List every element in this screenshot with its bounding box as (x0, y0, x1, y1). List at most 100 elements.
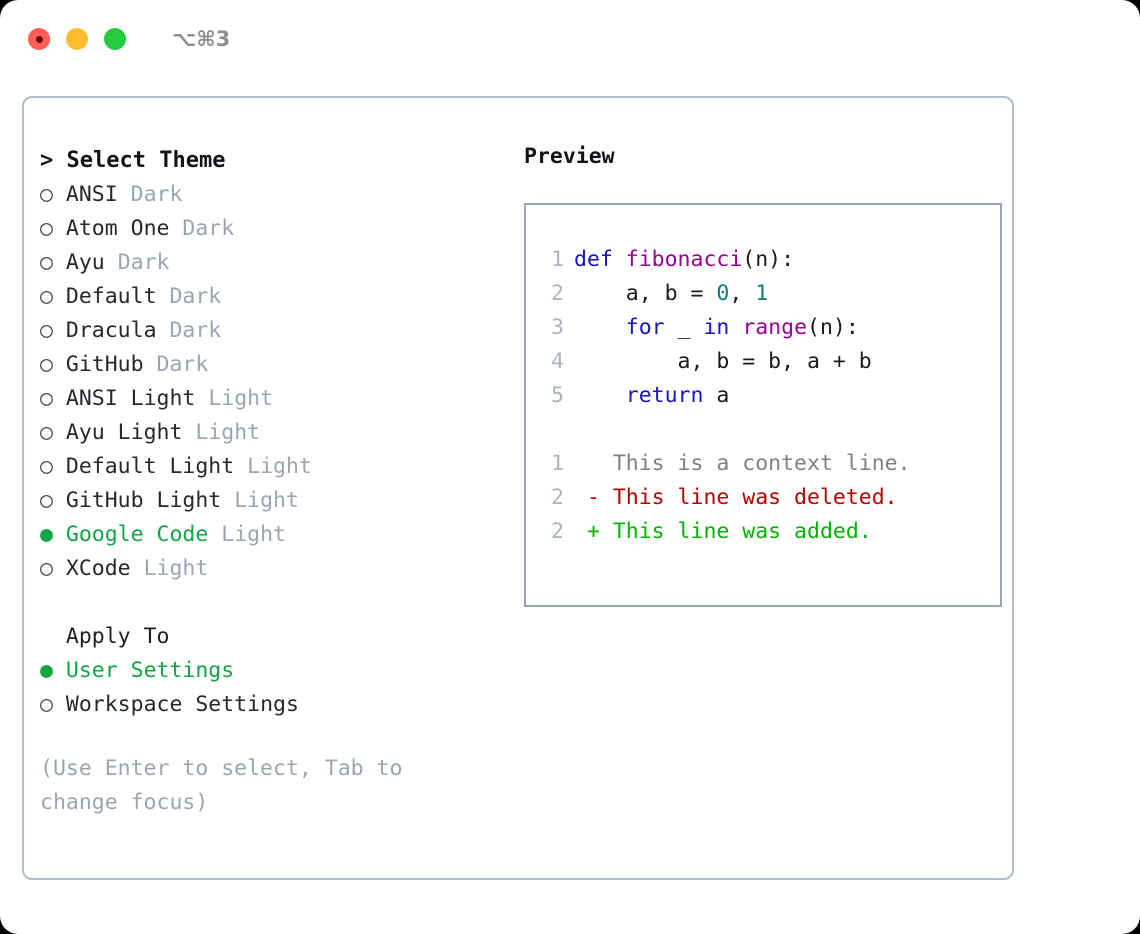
theme-list-item[interactable]: ○ Default Dark (40, 280, 502, 314)
apply-to-label: User Settings (65, 658, 235, 683)
code-token: range (742, 315, 808, 340)
select-theme-heading: > Select Theme (40, 144, 502, 178)
theme-list: ○ ANSI Dark○ Atom One Dark○ Ayu Dark○ De… (40, 178, 502, 586)
radio-selected-icon: ● (40, 522, 53, 547)
apply-to-item[interactable]: ● User Settings (40, 654, 502, 688)
code-token: for (625, 315, 665, 340)
radio-unselected-icon: ○ (40, 386, 53, 411)
theme-name: Default (65, 284, 157, 309)
code-token (574, 315, 626, 340)
two-column-layout: > Select Theme ○ ANSI Dark○ Atom One Dar… (24, 98, 1012, 820)
theme-variant: Dark (169, 284, 222, 309)
theme-list-item[interactable]: ○ Default Light Light (40, 450, 502, 484)
diff-line: 2 - This line was deleted. (544, 481, 1000, 515)
theme-list-item[interactable]: ○ GitHub Light Light (40, 484, 502, 518)
theme-list-item[interactable]: ○ Ayu Light Light (40, 416, 502, 450)
theme-name: GitHub (65, 352, 144, 377)
code-line: 3 for _ in range(n): (544, 311, 1000, 345)
theme-name: Ayu Light (65, 420, 183, 445)
radio-unselected-icon: ○ (40, 352, 53, 377)
radio-selected-icon: ● (40, 658, 53, 683)
code-token: (n): (807, 315, 859, 340)
theme-variant: Dark (130, 182, 183, 207)
preview-title: Preview (524, 144, 615, 169)
theme-list-item[interactable]: ○ Dracula Dark (40, 314, 502, 348)
theme-list-item[interactable]: ○ GitHub Dark (40, 348, 502, 382)
theme-name: Google Code (65, 522, 209, 547)
diff-text: This is a context line. (574, 451, 911, 476)
apply-to-label: Workspace Settings (65, 692, 299, 717)
theme-list-item[interactable]: ○ ANSI Light Light (40, 382, 502, 416)
theme-name: XCode (65, 556, 131, 581)
window-controls (28, 28, 126, 50)
theme-variant: Dark (156, 352, 209, 377)
radio-unselected-icon: ○ (40, 216, 53, 241)
theme-name: GitHub Light (65, 488, 222, 513)
line-number: 1 (551, 451, 564, 476)
diff-sample: 1 This is a context line.2 - This line w… (544, 447, 1000, 549)
keyboard-shortcut-label: ⌥⌘3 (172, 27, 231, 51)
minimize-window-button[interactable] (66, 28, 88, 50)
theme-list-item[interactable]: ● Google Code Light (40, 518, 502, 552)
code-token: fibonacci (625, 247, 743, 272)
code-line: 1 def fibonacci(n): (544, 243, 1000, 277)
content-panel: > Select Theme ○ ANSI Dark○ Atom One Dar… (22, 96, 1014, 880)
radio-unselected-icon: ○ (40, 420, 53, 445)
theme-list-item[interactable]: ○ XCode Light (40, 552, 502, 586)
apply-to-heading: Apply To (40, 620, 502, 654)
code-token: a, b = b, a + b (574, 349, 872, 374)
theme-variant: Dark (169, 318, 222, 343)
theme-list-item[interactable]: ○ ANSI Dark (40, 178, 502, 212)
radio-unselected-icon: ○ (40, 250, 53, 275)
line-number: 2 (551, 485, 564, 510)
theme-variant: Light (195, 420, 261, 445)
code-token (574, 383, 626, 408)
code-token: 1 (755, 281, 769, 306)
apply-to-title: Apply To (65, 624, 170, 649)
code-token: a (703, 383, 730, 408)
radio-unselected-icon: ○ (40, 318, 53, 343)
line-number: 5 (551, 383, 564, 408)
select-theme-title: Select Theme (66, 148, 226, 173)
code-token: _ (664, 315, 704, 340)
theme-name: ANSI (65, 182, 118, 207)
code-line: 2 a, b = 0, 1 (544, 277, 1000, 311)
theme-variant: Light (221, 522, 286, 547)
code-line: 4 a, b = b, a + b (544, 345, 1000, 379)
line-number: 1 (551, 247, 564, 272)
diff-line: 1 This is a context line. (544, 447, 1000, 481)
code-token: (n): (742, 247, 795, 272)
theme-variant: Light (247, 454, 312, 479)
code-token: 0 (716, 281, 730, 306)
record-indicator-icon (35, 35, 43, 43)
theme-name: Dracula (65, 318, 157, 343)
line-number: 4 (551, 349, 564, 374)
maximize-window-button[interactable] (104, 28, 126, 50)
code-token: , (729, 281, 756, 306)
code-token (729, 315, 742, 340)
radio-unselected-icon: ○ (40, 488, 53, 513)
radio-unselected-icon: ○ (40, 692, 53, 717)
theme-name: Default Light (65, 454, 235, 479)
close-window-button[interactable] (28, 28, 50, 50)
code-token: return (625, 383, 704, 408)
radio-unselected-icon: ○ (40, 182, 53, 207)
line-number: 2 (551, 281, 564, 306)
theme-list-item[interactable]: ○ Ayu Dark (40, 246, 502, 280)
theme-variant: Light (234, 488, 299, 513)
theme-list-item[interactable]: ○ Atom One Dark (40, 212, 502, 246)
list-spacer (40, 586, 502, 620)
code-diff-spacer (544, 413, 1000, 447)
prompt-marker: > (40, 148, 54, 173)
apply-to-item[interactable]: ○ Workspace Settings (40, 688, 502, 722)
theme-variant: Light (143, 556, 209, 581)
theme-name: Ayu (65, 250, 105, 275)
radio-unselected-icon: ○ (40, 556, 53, 581)
diff-text: + This line was added. (574, 519, 872, 544)
radio-unselected-icon: ○ (40, 284, 53, 309)
code-token: def (574, 247, 626, 272)
